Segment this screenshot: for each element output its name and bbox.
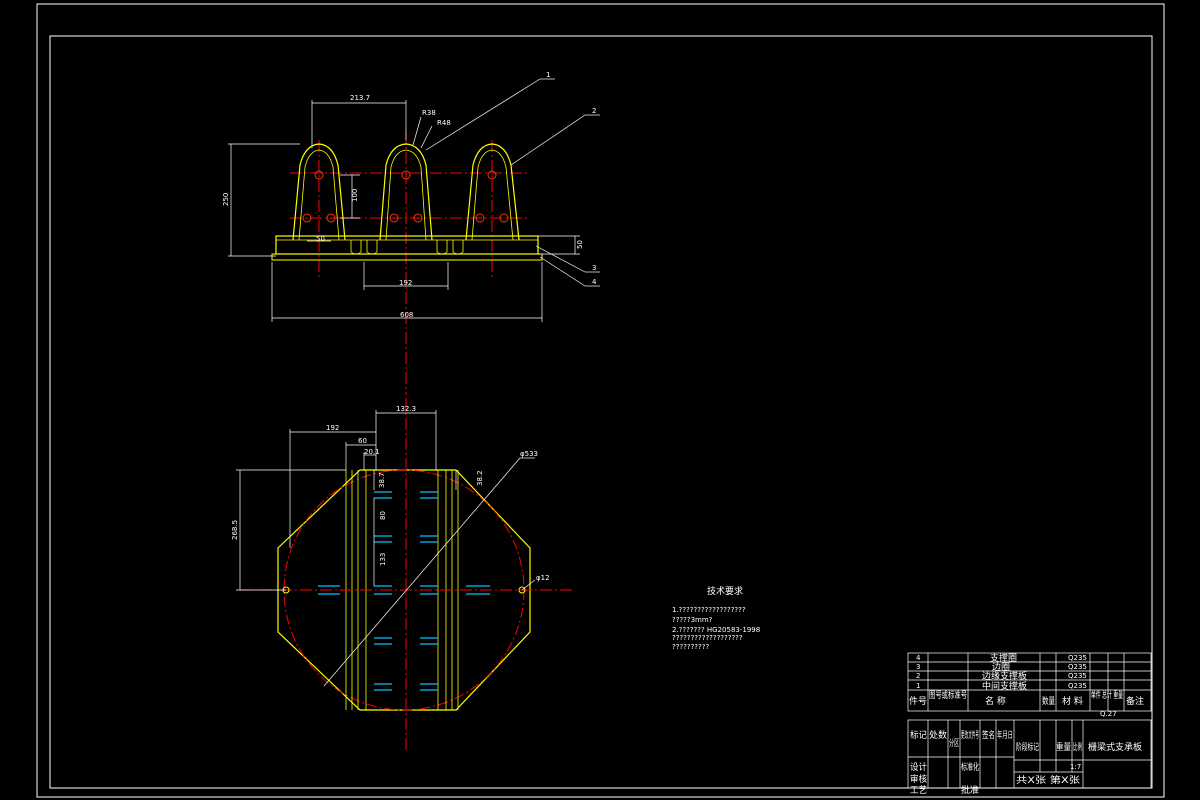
top-view: 132.3 192 60 20.1 38.7 38.2 φ533 268.5 8… bbox=[231, 398, 575, 752]
dim-hole-spacing: 100 bbox=[351, 189, 359, 202]
title-block-process: 工艺 bbox=[910, 785, 927, 796]
dim-inner-b: 20.1 bbox=[364, 448, 380, 456]
title-block-standardization: 标准化 bbox=[961, 761, 979, 773]
parts-header-no: 件号 bbox=[909, 695, 927, 707]
parts-header-code: 图号或标准号 bbox=[929, 689, 967, 701]
parts-list: 4 3 2 1 Q235 Q235 Q235 Q235 Q.27 支撑圈 边圈 … bbox=[907, 652, 1152, 718]
dim-hole: φ12 bbox=[536, 574, 550, 582]
dim-pitch: 213.7 bbox=[350, 94, 370, 102]
title-block-review: 审核 bbox=[910, 773, 927, 785]
dim-spacing-80: 80 bbox=[379, 511, 387, 520]
title-block-count: 处数 bbox=[929, 729, 947, 741]
parts-header-name: 名 称 bbox=[985, 695, 1006, 707]
dim-base-height: 50 bbox=[576, 240, 584, 249]
parts-row-name: 支撑圈 bbox=[990, 652, 1017, 664]
parts-row-no: 4 bbox=[916, 654, 921, 662]
title-block-zone: 分区 bbox=[949, 738, 959, 749]
tech-line-3: 2.??????? HG20583-1998 bbox=[672, 626, 760, 634]
dim-left-width: 192 bbox=[326, 424, 339, 432]
dim-edge-offset-left: 38.7 bbox=[378, 472, 386, 488]
dim-slot-width: 132.3 bbox=[396, 405, 416, 413]
parts-q-value: Q.27 bbox=[1100, 710, 1117, 718]
tech-requirements-title: 技术要求 bbox=[707, 585, 743, 597]
title-block-approve: 批准 bbox=[961, 784, 979, 796]
parts-row-material: Q235 bbox=[1068, 654, 1087, 662]
title-block-stage-mark: 阶段标记 bbox=[1016, 741, 1039, 753]
dim-spacing-133: 133 bbox=[379, 553, 387, 566]
title-block-date: 年月日 bbox=[997, 729, 1013, 741]
dim-height: 250 bbox=[222, 193, 230, 206]
tech-line-2: ?????3mm? bbox=[672, 616, 713, 624]
outer-frame bbox=[36, 3, 1165, 798]
dim-hole-offset: 50 bbox=[316, 235, 325, 243]
front-view: 213.7 R38 R48 250 100 50 192 50 608 1 2 … bbox=[222, 71, 600, 395]
dim-inner-a: 60 bbox=[358, 437, 367, 445]
parts-row-material: Q235 bbox=[1068, 663, 1087, 671]
title-block-sign: 签名 bbox=[982, 729, 995, 741]
title-block-scale: 比例 bbox=[1073, 741, 1082, 753]
title-block-change-doc: 更改文件号 bbox=[961, 729, 979, 741]
tech-requirements: 技术要求 1.?????????????????? ?????3mm? 2.??… bbox=[672, 585, 760, 651]
title-block-design: 设计 bbox=[910, 761, 927, 773]
dim-overall-width: 608 bbox=[400, 311, 413, 319]
parts-row-material: Q235 bbox=[1068, 672, 1087, 680]
parts-row-name: 边缘支撑板 bbox=[982, 670, 1027, 682]
parts-row-name: 中间支撑板 bbox=[982, 680, 1027, 692]
parts-row-name: 边圈 bbox=[992, 662, 1010, 673]
tech-line-1: 1.?????????????????? bbox=[672, 606, 746, 614]
parts-header-weight: 单件 总计 重量 bbox=[1091, 689, 1123, 701]
part-number-2: 2 bbox=[592, 107, 596, 115]
title-block-scale-value: 1:7 bbox=[1070, 763, 1081, 771]
parts-row-no: 3 bbox=[916, 663, 920, 671]
parts-header-qty: 数量 bbox=[1042, 695, 1055, 707]
part-number-3: 3 bbox=[592, 264, 596, 272]
parts-row-no: 1 bbox=[916, 682, 920, 690]
drawing-title: 栅梁式支承板 bbox=[1088, 741, 1142, 753]
dim-r-inner: R48 bbox=[437, 119, 451, 127]
title-block-sheets: 共X张 第X张 bbox=[1016, 774, 1080, 786]
title-block: 标记 处数 分区 更改文件号 签名 年月日 设计 标准化 审核 工艺 批准 阶段… bbox=[907, 719, 1152, 796]
dim-diameter: φ533 bbox=[520, 450, 538, 458]
part-number-4: 4 bbox=[592, 278, 597, 286]
dim-center-width: 192 bbox=[399, 279, 412, 287]
tech-line-4: ??????????????????? bbox=[672, 634, 743, 642]
parts-row-no: 2 bbox=[916, 672, 920, 680]
dim-r-outer: R38 bbox=[422, 109, 436, 117]
parts-row-material: Q235 bbox=[1068, 682, 1087, 690]
tech-line-5: ?????????? bbox=[672, 643, 709, 651]
title-block-weight: 重量 bbox=[1056, 741, 1071, 753]
title-block-mark: 标记 bbox=[910, 729, 927, 741]
dim-overall-height: 268.5 bbox=[231, 520, 239, 540]
dim-edge-offset-right: 38.2 bbox=[476, 470, 484, 486]
parts-header-note: 备注 bbox=[1126, 695, 1144, 707]
inner-frame bbox=[49, 35, 1153, 789]
parts-header-material: 材 料 bbox=[1062, 695, 1083, 707]
part-number-1: 1 bbox=[546, 71, 550, 79]
